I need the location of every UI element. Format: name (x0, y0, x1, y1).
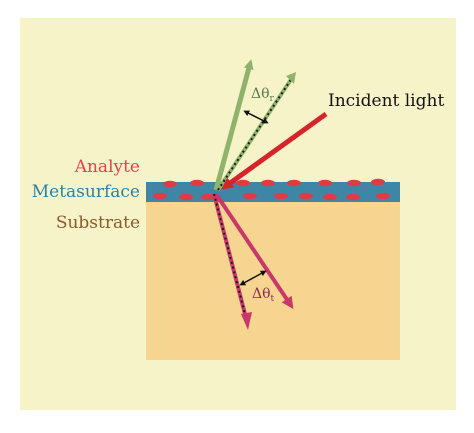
incident-light-label: Incident light (328, 91, 444, 111)
transmitted-ray-shifted (212, 193, 252, 330)
delta-theta-r-label: Δθr (251, 86, 275, 104)
incident-ray (221, 111, 328, 190)
substrate-label: Substrate (56, 213, 140, 233)
transmitted-ray-solid (214, 192, 294, 309)
reflected-ray-solid (213, 59, 254, 191)
reflected-ray-shifted (216, 72, 296, 192)
analyte-label: Analyte (74, 157, 140, 177)
delta-theta-r-arrow (243, 110, 269, 124)
metasurface-label: Metasurface (32, 182, 140, 202)
delta-theta-t-label: Δθt (252, 286, 275, 304)
analyte-dots (153, 178, 390, 201)
delta-theta-t-arrow (239, 270, 267, 286)
